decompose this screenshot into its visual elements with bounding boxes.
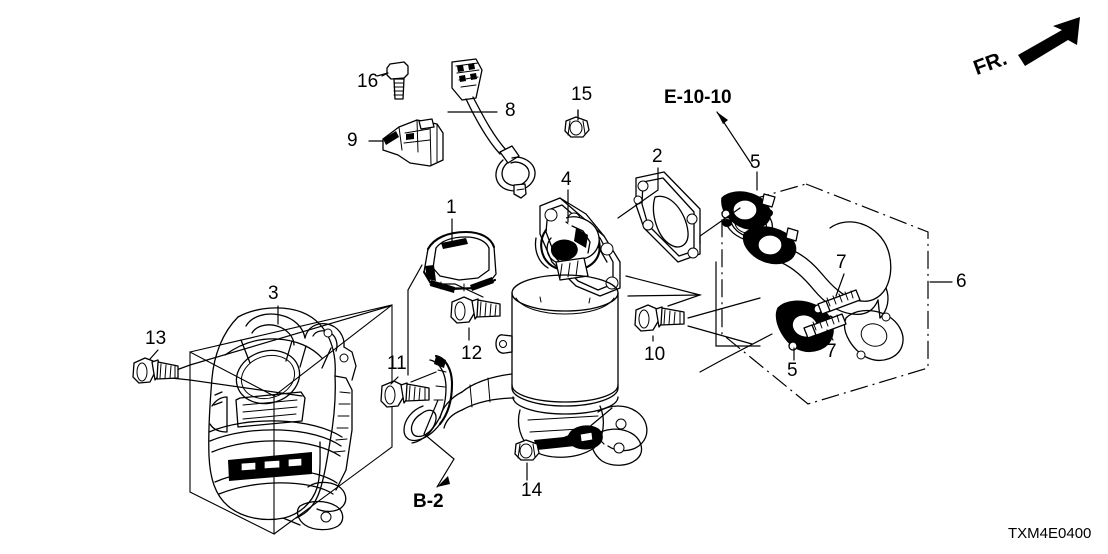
part-2-gasket	[633, 171, 701, 263]
callout-6[interactable]: 6	[956, 271, 967, 292]
callout-16[interactable]: 16	[357, 71, 379, 92]
callout-7-lower[interactable]: 7	[826, 341, 837, 362]
callout-3[interactable]: 3	[268, 283, 279, 304]
part-8-oxygen-sensor	[451, 58, 536, 199]
part-11-bolt	[380, 380, 430, 408]
part-1-cover-clamp	[422, 230, 497, 293]
callout-5-upper[interactable]: 5	[750, 152, 761, 173]
part-7-stud-upper	[817, 289, 861, 315]
part-15-nut	[564, 109, 590, 138]
leader-11-ext	[410, 371, 437, 383]
part-5-gasket-lower	[775, 300, 839, 352]
leader-e-10-10	[716, 111, 753, 166]
leader-1-ext	[407, 264, 423, 376]
leader-12-ext	[429, 283, 484, 298]
callout-4[interactable]: 4	[561, 169, 572, 190]
part-5-gasket-upper	[721, 191, 776, 230]
leader-bracket-line	[715, 261, 761, 347]
leader-7-lower	[826, 329, 834, 341]
callout-1[interactable]: 1	[446, 197, 457, 218]
callout-7-upper[interactable]: 7	[836, 252, 847, 273]
part-13-bolt	[132, 357, 179, 384]
callout-5-lower[interactable]: 5	[787, 360, 798, 381]
reference-label-b-2[interactable]: B-2	[413, 491, 444, 512]
leader-7-upper	[835, 273, 845, 297]
leader-10-ext4	[687, 325, 753, 345]
callout-13[interactable]: 13	[145, 328, 167, 349]
callout-10[interactable]: 10	[644, 344, 666, 365]
part-4-catalytic-converter	[439, 197, 648, 466]
part-10-bolt	[634, 304, 685, 332]
leader-5-upper-ext	[699, 207, 741, 245]
converter-mount-bracket	[403, 354, 454, 444]
leader-13-stem	[149, 349, 159, 360]
leader-b-2	[423, 399, 455, 488]
part-3-converter-cover	[189, 304, 393, 535]
part-16-bolt	[381, 61, 409, 100]
leader-10-ext	[625, 275, 703, 307]
callout-11[interactable]: 11	[387, 353, 407, 374]
callout-15[interactable]: 15	[571, 84, 593, 105]
part-12-bolt	[450, 296, 501, 324]
leader-assembly-line	[699, 333, 773, 373]
part-9-sensor-bracket	[382, 118, 444, 167]
callout-2[interactable]: 2	[652, 146, 663, 167]
fr-direction-arrow	[1018, 17, 1080, 66]
leader-11	[390, 376, 399, 385]
reference-label-e-10-10[interactable]: E-10-10	[664, 87, 732, 108]
leader-10-ext3	[687, 297, 761, 319]
drawing-number: TXM4E0400	[1008, 525, 1092, 542]
leader-2	[617, 167, 659, 219]
leader-16	[376, 72, 389, 77]
callout-14[interactable]: 14	[521, 480, 543, 501]
part-14-nut	[514, 439, 540, 461]
leader-10-ext2	[627, 294, 701, 297]
callout-12[interactable]: 12	[461, 343, 483, 364]
callout-9[interactable]: 9	[347, 130, 358, 151]
part-7-stud-lower	[803, 313, 847, 339]
leader-14-ext	[539, 407, 613, 448]
callout-8[interactable]: 8	[505, 100, 516, 121]
